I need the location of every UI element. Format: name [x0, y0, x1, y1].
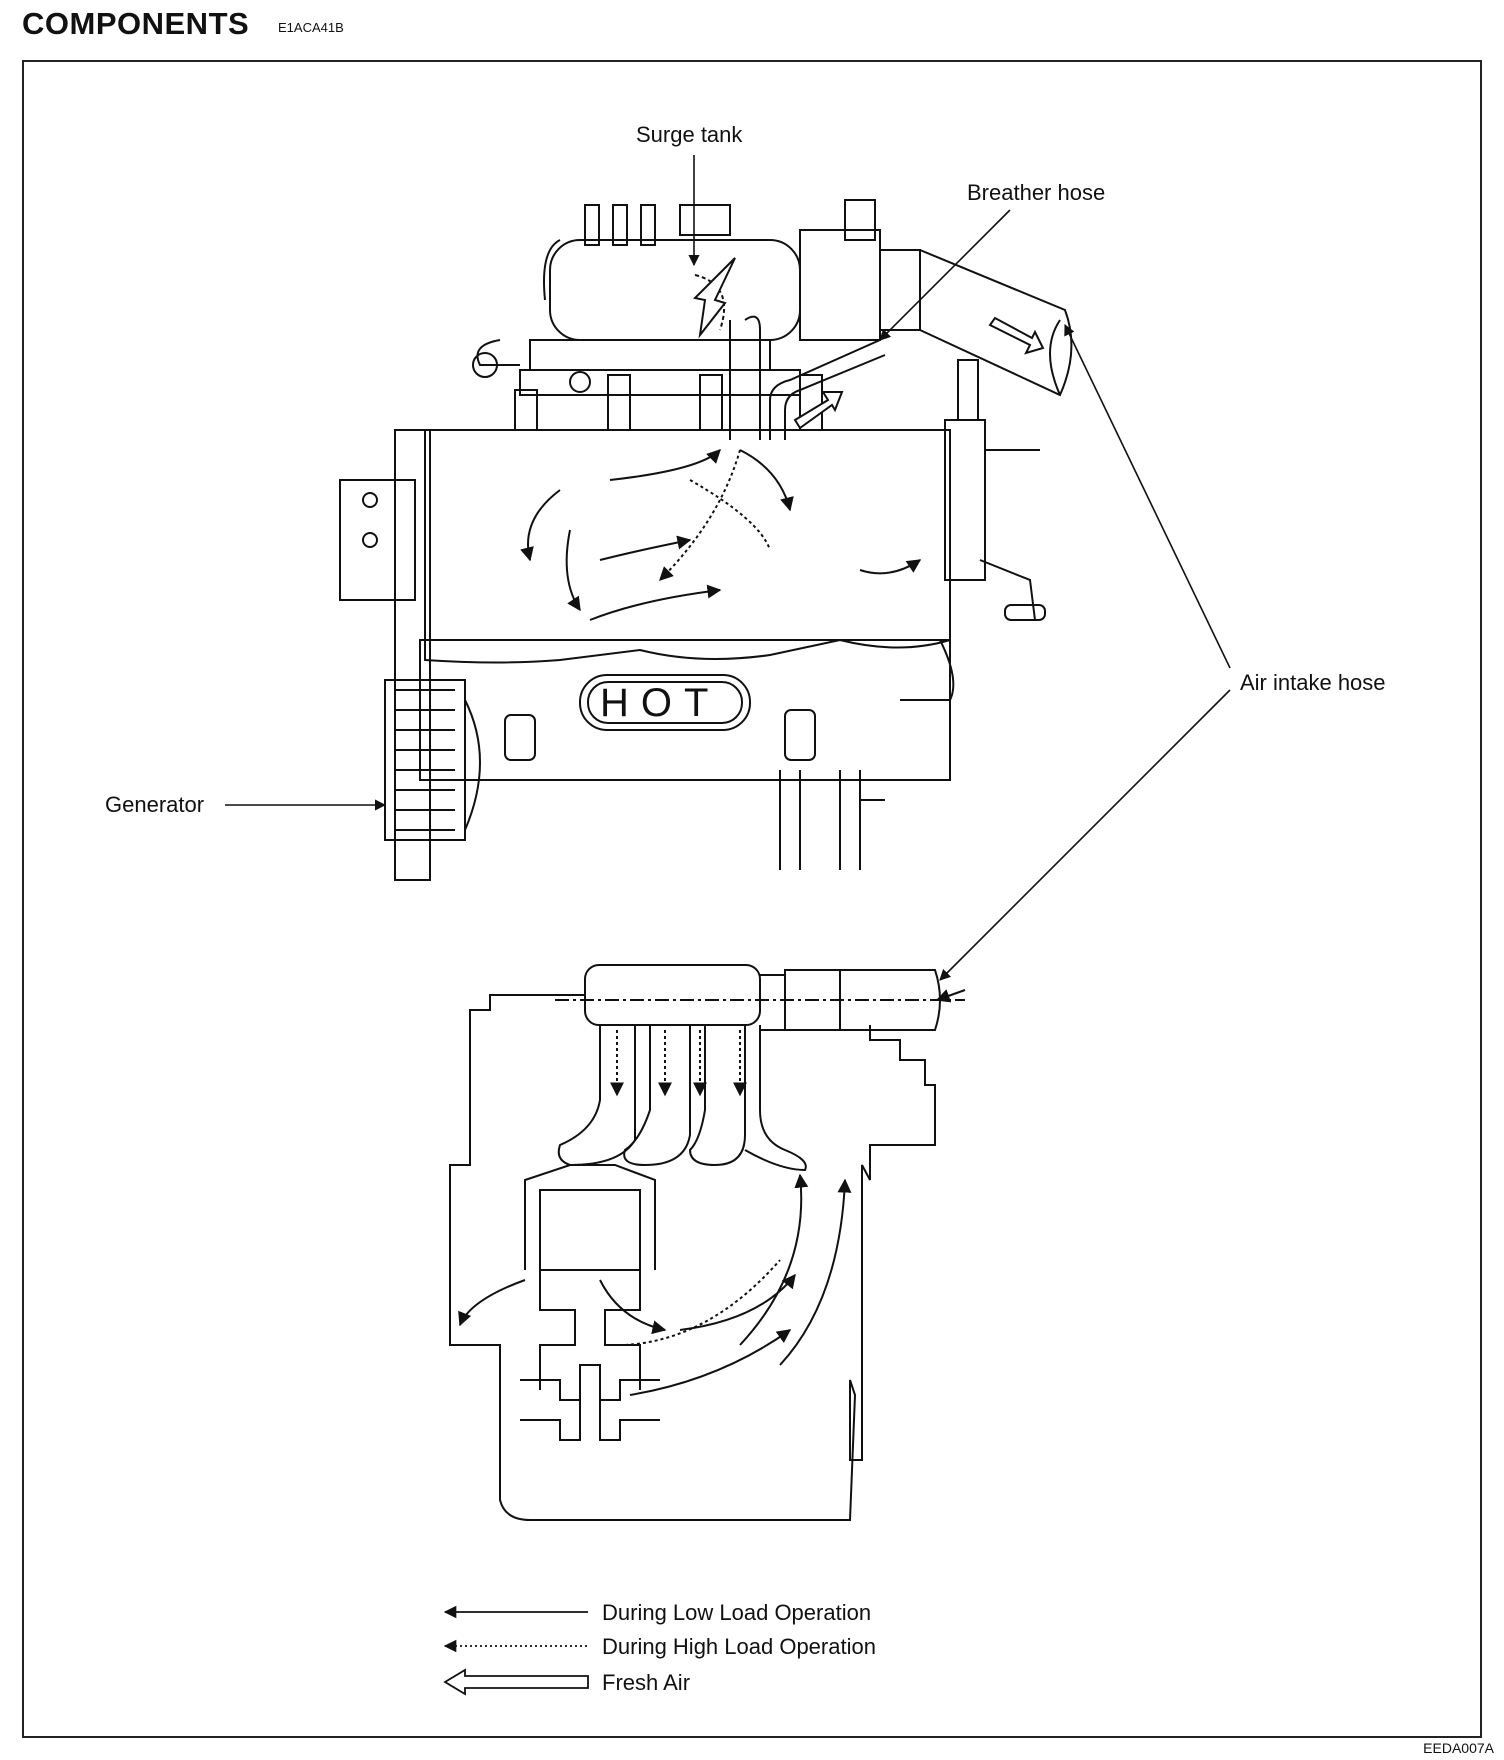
air-intake-hose-label: Air intake hose — [1240, 670, 1386, 695]
engine-top-view — [339, 199, 1073, 881]
legend-fresh-air: Fresh Air — [443, 1668, 690, 1696]
legend-low-load-label: During Low Load Operation — [602, 1600, 871, 1625]
surge-tank-shape — [549, 239, 801, 341]
hot-plate — [579, 674, 751, 731]
breather-hose-label: Breather hose — [967, 180, 1105, 205]
legend-high-load: During High Load Operation — [443, 1634, 876, 1659]
generator-label: Generator — [105, 792, 204, 817]
legend: During Low Load Operation During High Lo… — [443, 1600, 876, 1696]
page-title: COMPONENTS — [22, 6, 250, 41]
legend-fresh-air-label: Fresh Air — [602, 1670, 690, 1695]
section-code: E1ACA41B — [278, 20, 344, 35]
figure-code: EEDA007A — [1423, 1740, 1494, 1756]
surge-tank-label: Surge tank — [636, 122, 743, 147]
figure-frame — [22, 60, 1482, 1738]
hot-plate-text: HOT — [600, 681, 720, 725]
legend-low-load: During Low Load Operation — [443, 1600, 871, 1625]
callout-leaders — [225, 155, 1231, 981]
legend-high-load-label: During High Load Operation — [602, 1634, 876, 1659]
engine-cross-section — [449, 964, 966, 1521]
